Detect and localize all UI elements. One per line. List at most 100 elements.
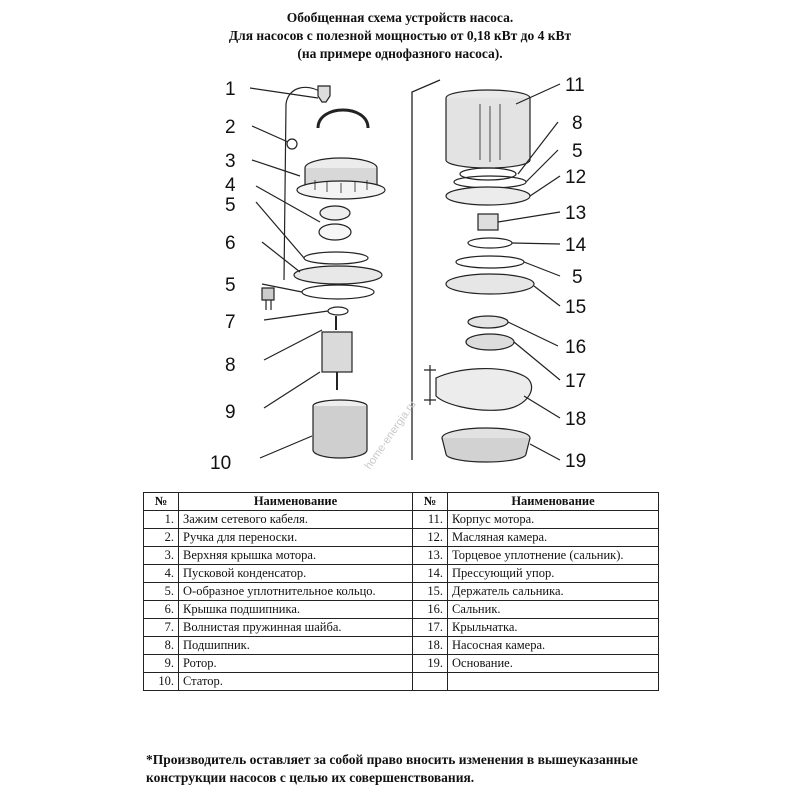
callout-right: 11	[565, 75, 585, 96]
part-number: 16.	[412, 600, 448, 619]
oil-chamber	[445, 186, 531, 206]
callout-right: 16	[565, 337, 586, 358]
part-name: Держатель сальника.	[447, 582, 659, 601]
part-name: Основание.	[447, 654, 659, 673]
part-number: 9.	[143, 654, 179, 673]
bearing-cover	[293, 265, 383, 285]
part-name: Насосная камера.	[447, 636, 659, 655]
callout-right: 5	[572, 267, 583, 288]
part-number: 18.	[412, 636, 448, 655]
part-name: Верхняя крышка мотора.	[178, 546, 413, 565]
callout-left: 9	[225, 402, 236, 423]
diagram-title: Обобщенная схема устройств насоса.	[286, 10, 514, 25]
column-header: Наименование	[178, 492, 413, 511]
table-header-row: № Наименование № Наименование	[143, 492, 659, 511]
wave-washer	[327, 306, 349, 316]
part-number: 4.	[143, 564, 179, 583]
callout-left: 7	[225, 312, 236, 333]
press-stop	[467, 237, 513, 249]
footnote: *Производитель оставляет за собой право …	[146, 752, 638, 785]
part-name: Корпус мотора.	[447, 510, 659, 529]
part-number: 7.	[143, 618, 179, 637]
table-row: 1. Зажим сетевого кабеля. 11. Корпус мот…	[143, 510, 659, 529]
column-header: №	[143, 492, 179, 511]
part-name: Зажим сетевого кабеля.	[178, 510, 413, 529]
rotor	[321, 331, 353, 373]
part-number: 14.	[412, 564, 448, 583]
part-number: 13.	[412, 546, 448, 565]
callout-right: 5	[572, 141, 583, 162]
part-number: 1.	[143, 510, 179, 529]
mechanical-seal	[477, 213, 499, 231]
pump-chamber	[435, 368, 533, 411]
part-number: 6.	[143, 600, 179, 619]
diagram-note: (на примере однофазного насоса).	[297, 46, 503, 61]
part-name: Ручка для переноски.	[178, 528, 413, 547]
callout-right: 12	[565, 167, 586, 188]
part-number: 17.	[412, 618, 448, 637]
seal-holder	[445, 273, 535, 295]
pump-base	[441, 437, 531, 463]
part-number	[412, 672, 448, 691]
part-name: Торцевое уплотнение (сальник).	[447, 546, 659, 565]
callout-left: 5	[225, 195, 236, 216]
o-ring-right-upper	[453, 175, 527, 189]
callout-left: 4	[225, 175, 236, 196]
callout-right: 17	[565, 371, 586, 392]
callout-right: 13	[565, 203, 586, 224]
callout-left: 6	[225, 233, 236, 254]
callout-right: 14	[565, 235, 587, 256]
part-name: Прессующий упор.	[447, 564, 659, 583]
o-ring-lower	[301, 284, 375, 300]
motor-housing	[445, 98, 531, 169]
part-number: 12.	[412, 528, 448, 547]
pump-exploded-diagram: 1 2 3 4 5 6 5 7 8 9 10 11 8 5 12 13 14 5…	[210, 75, 587, 474]
table-row: 7. Волнистая пружинная шайба. 17. Крыльч…	[143, 618, 659, 637]
bearing-right	[459, 167, 517, 181]
part-number: 2.	[143, 528, 179, 547]
part-name: Крыльчатка.	[447, 618, 659, 637]
part-name: Подшипник.	[178, 636, 413, 655]
callout-right: 8	[572, 113, 583, 134]
impeller	[465, 333, 515, 351]
part-name: Пусковой конденсатор.	[178, 564, 413, 583]
oil-seal	[467, 315, 509, 329]
part-number: 19.	[412, 654, 448, 673]
parts-table: № Наименование № Наименование 1. Зажим с…	[143, 492, 659, 691]
column-header: Наименование	[447, 492, 659, 511]
part-name: Масляная камера.	[447, 528, 659, 547]
cable-clamp	[317, 85, 331, 103]
table-row: 3. Верхняя крышка мотора. 13. Торцевое у…	[143, 546, 659, 565]
watermark: home-energia.ru	[363, 399, 419, 472]
handle-ring	[286, 138, 298, 150]
part-name: Волнистая пружинная шайба.	[178, 618, 413, 637]
table-row: 5. О-образное уплотнительное кольцо. 15.…	[143, 582, 659, 601]
callout-right: 15	[565, 297, 586, 318]
part-number: 8.	[143, 636, 179, 655]
table-row: 2. Ручка для переноски. 12. Масляная кам…	[143, 528, 659, 547]
diagram-subtitle: Для насосов с полезной мощностью от 0,18…	[228, 28, 572, 43]
stator	[312, 406, 368, 459]
start-capacitor	[318, 223, 352, 241]
part-name: О-образное уплотнительное кольцо.	[178, 582, 413, 601]
callout-right: 18	[565, 409, 586, 430]
carry-handle	[316, 108, 370, 129]
callout-left: 1	[225, 79, 236, 100]
o-ring-upper	[303, 251, 369, 265]
part-number: 3.	[143, 546, 179, 565]
part-name: Крышка подшипника.	[178, 600, 413, 619]
callout-left: 10	[210, 453, 231, 474]
part-number: 15.	[412, 582, 448, 601]
table-row: 6. Крышка подшипника. 16. Сальник.	[143, 600, 659, 619]
part-name: Сальник.	[447, 600, 659, 619]
part-number: 11.	[412, 510, 448, 529]
part-name: Ротор.	[178, 654, 413, 673]
callout-left: 2	[225, 117, 236, 138]
divider-line	[411, 79, 441, 460]
part-number: 10.	[143, 672, 179, 691]
part-name	[447, 672, 659, 691]
column-header: №	[412, 492, 448, 511]
table-row: 9. Ротор. 19. Основание.	[143, 654, 659, 673]
callout-right: 19	[565, 451, 586, 472]
callout-left: 3	[225, 151, 236, 172]
